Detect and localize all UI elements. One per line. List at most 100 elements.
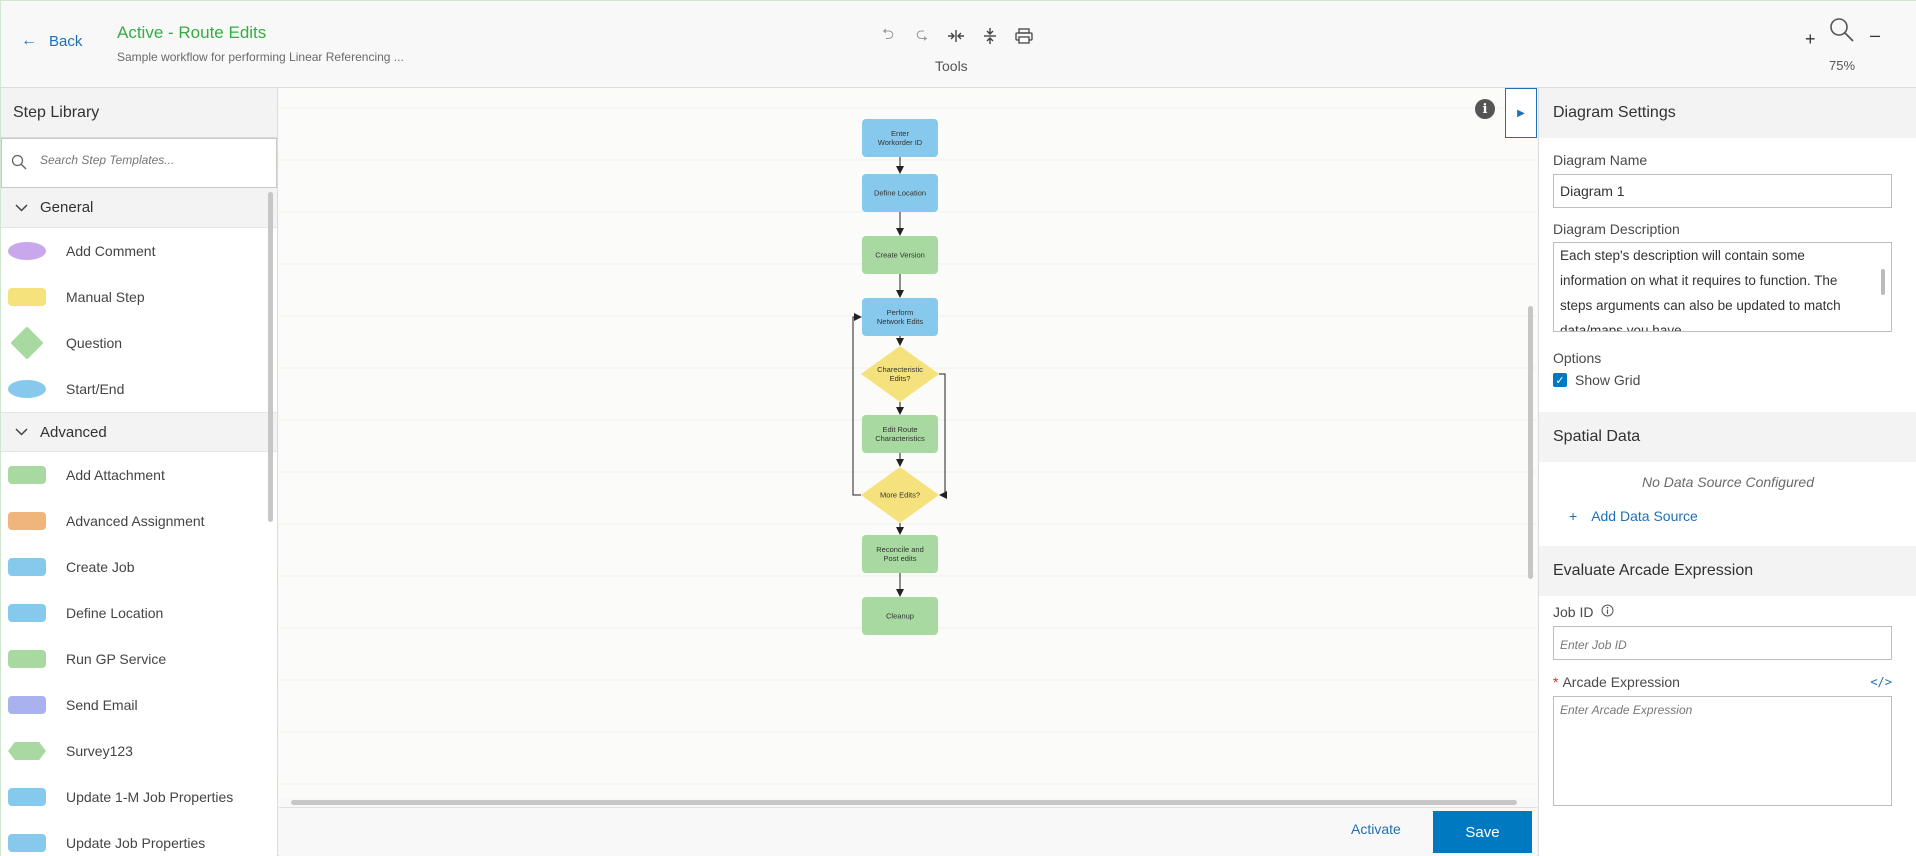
step-template-label: Advanced Assignment: [66, 513, 205, 529]
step-template-item[interactable]: Update Job Properties: [1, 820, 277, 856]
step-rect-shape: [862, 119, 938, 157]
left-scrollbar[interactable]: [268, 192, 273, 522]
description-scrollbar[interactable]: [1881, 269, 1885, 295]
diagram-step[interactable]: Cleanup: [862, 597, 938, 635]
chevron-down-icon: [15, 425, 28, 439]
print-icon[interactable]: [1012, 25, 1036, 47]
activate-button[interactable]: Activate: [1351, 821, 1401, 837]
zoom-level: 75%: [1829, 58, 1856, 73]
zoom-out-button[interactable]: –: [1870, 25, 1881, 45]
caret-right-icon: ▶: [1517, 107, 1525, 119]
step-label: More Edits?: [880, 491, 920, 500]
back-button[interactable]: ← Back: [21, 32, 82, 50]
compress-vertical-icon[interactable]: [978, 25, 1002, 47]
zoom-control: + – 75%: [1797, 17, 1907, 77]
show-grid-checkbox[interactable]: ✓ Show Grid: [1539, 372, 1916, 388]
ellipse-shape-icon: [8, 380, 46, 398]
toolbar: ⮌ ⮎: [876, 25, 1036, 47]
footer-bar: [279, 807, 1537, 856]
tools-label: Tools: [935, 58, 968, 74]
diagram-step[interactable]: Create Version: [862, 236, 938, 274]
diagram-step[interactable]: Define Location: [862, 174, 938, 212]
diagram-description-textarea[interactable]: Each step's description will contain som…: [1553, 242, 1892, 332]
step-rect-shape: [862, 415, 938, 453]
step-template-item[interactable]: Question: [1, 320, 277, 366]
job-id-input[interactable]: Enter Job ID: [1553, 626, 1892, 660]
step-template-item[interactable]: Advanced Assignment: [1, 498, 277, 544]
step-template-item[interactable]: Add Attachment: [1, 452, 277, 498]
arcade-expression-label: Arcade Expression: [1562, 674, 1680, 690]
decision-diamond-shape: [861, 467, 939, 523]
group-header-advanced[interactable]: Advanced: [1, 412, 277, 452]
plus-icon: +: [1569, 508, 1578, 524]
add-data-source-label: Add Data Source: [1591, 508, 1698, 524]
step-label: Cleanup: [886, 612, 914, 621]
step-template-item[interactable]: Send Email: [1, 682, 277, 728]
step-rect-shape: [862, 236, 938, 274]
diagram-step[interactable]: More Edits?: [861, 467, 939, 523]
search-box: [1, 138, 277, 188]
step-template-item[interactable]: Run GP Service: [1, 636, 277, 682]
step-template-label: Add Attachment: [66, 467, 165, 483]
code-icon[interactable]: </>: [1870, 675, 1892, 689]
zoom-in-button[interactable]: +: [1805, 29, 1816, 49]
step-template-label: Manual Step: [66, 289, 145, 305]
step-template-item[interactable]: Start/End: [1, 366, 277, 412]
ellipse-shape-icon: [8, 242, 46, 260]
info-icon[interactable]: i: [1475, 99, 1495, 119]
save-button[interactable]: Save: [1433, 811, 1532, 853]
canvas-horizontal-scrollbar[interactable]: [291, 800, 1517, 805]
spatial-data-title: Spatial Data: [1539, 412, 1916, 462]
diagram-name-label: Diagram Name: [1553, 152, 1648, 168]
step-template-label: Update 1-M Job Properties: [66, 789, 234, 805]
settings-panel: Diagram Settings Diagram Name Diagram 1 …: [1538, 88, 1916, 856]
step-template-item[interactable]: Add Comment: [1, 228, 277, 274]
step-template-item[interactable]: Define Location: [1, 590, 277, 636]
options-label: Options: [1553, 350, 1602, 366]
skip-connector: [939, 373, 947, 499]
diagram-settings-title: Diagram Settings: [1539, 88, 1916, 138]
step-library-title: Step Library: [1, 88, 277, 138]
group-header-general[interactable]: General: [1, 188, 277, 228]
step-template-item[interactable]: Manual Step: [1, 274, 277, 320]
diagram-name-input[interactable]: Diagram 1: [1553, 174, 1892, 208]
diamond-shape-icon: [10, 326, 44, 360]
step-template-item[interactable]: Survey123: [1, 728, 277, 774]
step-rect-shape: [862, 174, 938, 212]
canvas-vertical-scrollbar[interactable]: [1528, 306, 1533, 579]
add-data-source-button[interactable]: + Add Data Source: [1539, 508, 1916, 524]
info-circle-icon[interactable]: [1601, 604, 1614, 620]
step-template-item[interactable]: Create Job: [1, 544, 277, 590]
chevron-down-icon: [15, 201, 28, 215]
arrow-left-icon: ←: [21, 32, 37, 49]
search-icon: [11, 154, 27, 175]
collapse-right-panel-button[interactable]: ▶: [1505, 88, 1537, 138]
hex-shape-icon: [8, 742, 46, 760]
rect-shape-icon: [8, 834, 46, 852]
step-template-item[interactable]: Update 1-M Job Properties: [1, 774, 277, 820]
step-template-label: Update Job Properties: [66, 835, 206, 851]
group-label: Advanced: [40, 423, 107, 441]
decision-diamond-shape: [861, 346, 939, 402]
no-data-source-text: No Data Source Configured: [1642, 474, 1814, 490]
arcade-expression-textarea[interactable]: Enter Arcade Expression: [1553, 696, 1892, 806]
redo-icon[interactable]: ⮎: [915, 25, 928, 43]
undo-icon[interactable]: ⮌: [881, 25, 894, 43]
search-step-templates-input[interactable]: [40, 153, 260, 167]
step-template-label: Create Job: [66, 559, 135, 575]
rect-shape-icon: [8, 696, 46, 714]
rect-shape-icon: [8, 512, 46, 530]
compress-horizontal-icon[interactable]: [944, 25, 968, 47]
